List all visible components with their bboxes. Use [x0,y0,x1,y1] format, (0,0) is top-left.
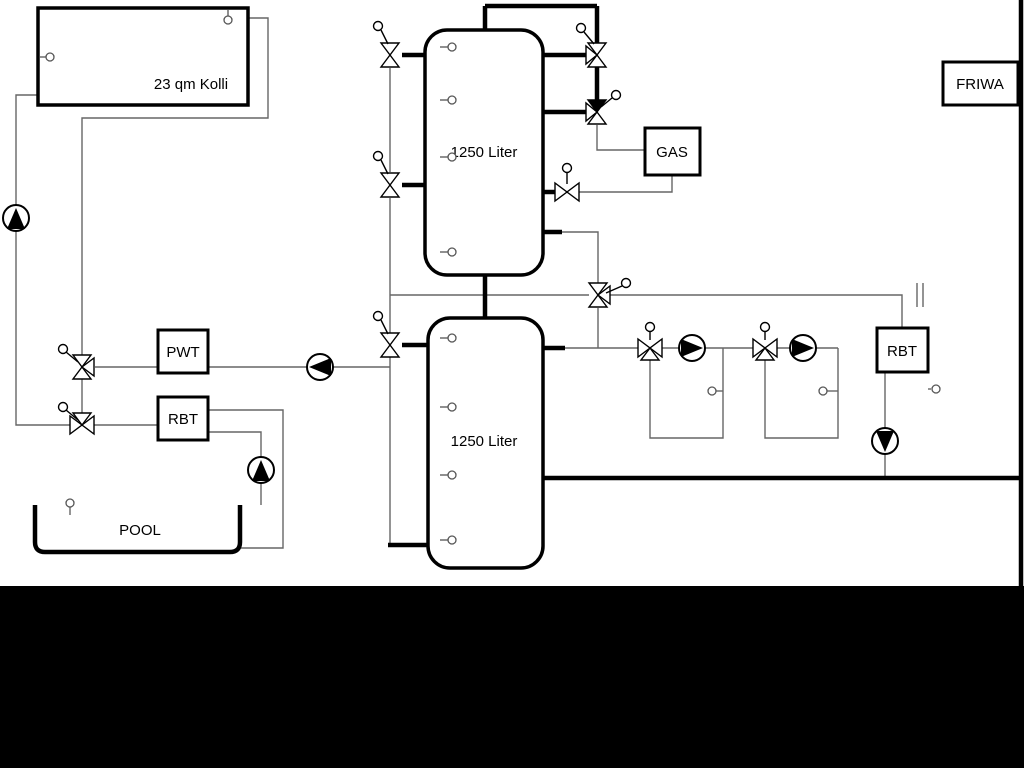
pump-icons [2,204,899,484]
boiler-valve-top-icon [575,22,608,68]
pwt-pump-icon [306,353,334,381]
friwa-box: FRIWA [941,60,1020,107]
collector-label: 23 qm Kolli [154,76,228,93]
pwt-label: PWT [166,344,199,361]
pipes-thin [15,17,931,549]
gas-boiler-box: GAS [643,126,702,177]
heating-mixer-1-icon [637,321,663,361]
solar-valve-bottom-icon [372,310,401,358]
distribution-valve-icon [587,277,632,308]
tank-bottom-label: 1250 Liter [451,433,518,450]
tank-top-sensor-icons [440,42,457,257]
pool-label: POOL [119,522,161,539]
collector-sensor-icons [40,10,233,62]
rbt-right-label: RBT [887,343,917,360]
tank-top-label: 1250 Liter [451,144,518,161]
rbt-pool-label: RBT [168,411,198,428]
friwa-label: FRIWA [956,76,1004,93]
circuit-sensor-icons [65,384,941,508]
bottom-black-band [0,586,1024,768]
solar-collector: 23 qm Kolli [36,6,250,107]
pipes-thick [388,0,1024,586]
solar-valve-mid-icon [372,150,401,198]
boiler-valve-mid-icon [554,162,580,203]
pool-mixer-valve-icon [57,401,95,436]
rbt-right-box: RBT [875,326,930,374]
pool-pump-icon [247,456,275,484]
heating-mixer-2-icon [752,321,778,361]
heating-circuit-1-pump-icon [678,334,706,362]
buffer-tank-top: 1250 Liter [423,28,545,277]
pwt-box: PWT [156,328,210,375]
boiler-check-valve-icon [585,89,622,125]
rbt-pump-icon [871,427,899,455]
collector-pump-icon [2,204,30,232]
tank-bottom-sensor-icons [440,333,457,545]
pool: POOL [32,505,243,555]
gas-label: GAS [656,144,688,161]
valve-icons [57,20,778,436]
heating-circuit-2-pump-icon [789,334,817,362]
pwt-mixer-valve-icon [57,343,95,380]
solar-valve-top-icon [372,20,401,68]
rbt-pool-box: RBT [156,395,210,442]
component-boxes: PWT RBT GAS FRIWA RBT [156,60,1020,442]
buffer-tank-bottom: 1250 Liter [426,316,545,570]
